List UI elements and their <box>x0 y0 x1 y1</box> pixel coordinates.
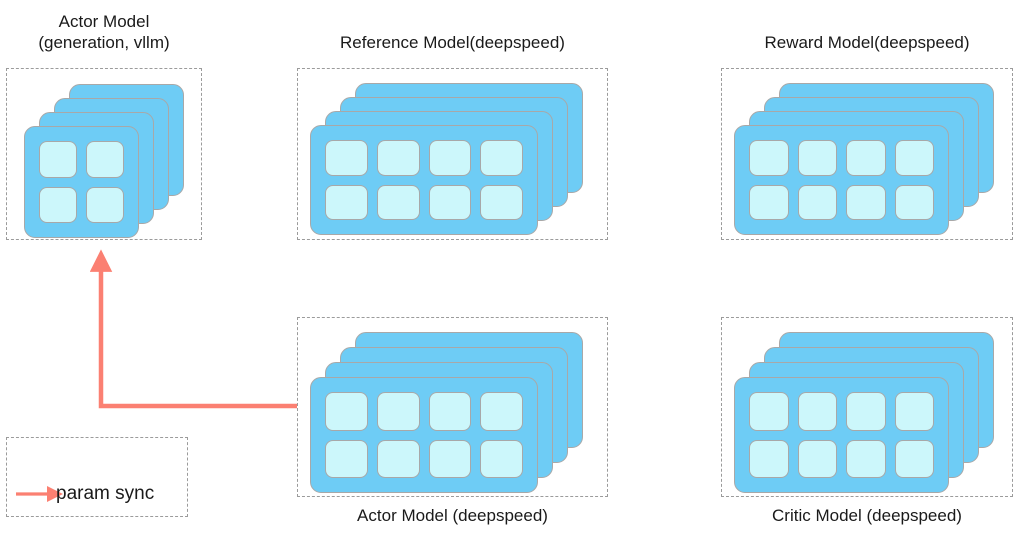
block-actor-vllm[interactable] <box>6 68 202 240</box>
legend-arrow-icon <box>16 486 63 502</box>
label-reference-model: Reference Model(deepspeed) <box>340 33 565 52</box>
card-front <box>310 377 538 493</box>
chip <box>428 184 472 220</box>
chip <box>428 392 472 431</box>
chip <box>325 140 368 176</box>
chip <box>428 140 472 176</box>
card-stack-actor-deepspeed <box>298 318 607 496</box>
chip <box>846 392 886 431</box>
chip <box>749 184 789 220</box>
legend-box <box>6 437 188 517</box>
chip <box>376 392 420 431</box>
card-stack-critic-model <box>722 318 1012 496</box>
chip <box>797 439 837 478</box>
card-front <box>310 125 538 235</box>
label-critic-model: Critic Model (deepspeed) <box>772 506 962 525</box>
card-front <box>24 126 139 238</box>
chip <box>894 184 934 220</box>
card-front <box>734 377 949 493</box>
chip <box>376 439 420 478</box>
card-stack-actor-vllm <box>7 69 201 239</box>
chip <box>376 140 420 176</box>
chip <box>39 186 77 223</box>
card-stack-reward-model <box>722 69 1012 239</box>
chip <box>894 439 934 478</box>
card-front <box>734 125 949 235</box>
block-reward-model[interactable] <box>721 68 1013 240</box>
label-actor-vllm: Actor Model (generation, vllm) <box>38 12 170 52</box>
chip <box>325 392 368 431</box>
block-actor-deepspeed[interactable] <box>297 317 608 497</box>
chip <box>86 141 124 178</box>
chip <box>428 439 472 478</box>
chip <box>325 439 368 478</box>
chip <box>797 140 837 176</box>
chip <box>846 439 886 478</box>
chip <box>894 140 934 176</box>
label-reward-model: Reward Model(deepspeed) <box>764 33 970 52</box>
chip <box>480 392 523 431</box>
chip <box>480 184 523 220</box>
label-actor-deepspeed: Actor Model (deepspeed) <box>357 506 548 525</box>
chip <box>39 141 77 178</box>
chip <box>749 392 789 431</box>
chip <box>86 186 124 223</box>
block-reference-model[interactable] <box>297 68 608 240</box>
chip <box>797 392 837 431</box>
card-stack-reference-model <box>298 69 607 239</box>
chip <box>846 140 886 176</box>
chip <box>846 184 886 220</box>
legend-label: param sync <box>56 483 155 504</box>
block-critic-model[interactable] <box>721 317 1013 497</box>
chip <box>894 392 934 431</box>
chip <box>749 439 789 478</box>
chip <box>480 439 523 478</box>
chip <box>480 140 523 176</box>
chip <box>376 184 420 220</box>
chip <box>749 140 789 176</box>
chip <box>325 184 368 220</box>
chip <box>797 184 837 220</box>
